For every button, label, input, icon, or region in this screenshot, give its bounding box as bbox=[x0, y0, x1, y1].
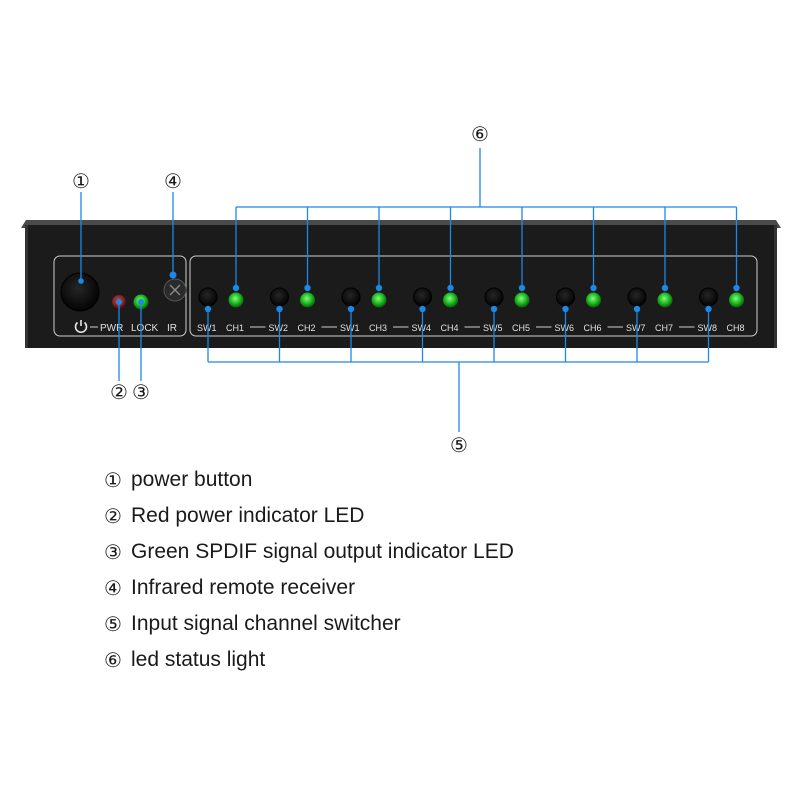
legend-number: ④ bbox=[104, 576, 122, 600]
leader-dot bbox=[590, 284, 597, 292]
legend-item-3: ③ Green SPDIF signal output indicator LE… bbox=[104, 534, 514, 570]
legend-text: power button bbox=[131, 468, 253, 491]
panel-right-edge bbox=[774, 225, 777, 348]
legend-text: Green SPDIF signal output indicator LED bbox=[131, 540, 514, 563]
ch8-led bbox=[729, 292, 744, 308]
ch2-led bbox=[300, 292, 315, 308]
legend-number: ③ bbox=[104, 540, 122, 564]
leader-dot bbox=[733, 284, 740, 292]
leader-dots-left bbox=[78, 271, 177, 305]
ch-label: CH3 bbox=[369, 323, 387, 333]
lock-label: LOCK bbox=[131, 323, 159, 334]
legend-item-5: ⑤ Input signal channel switcher bbox=[104, 606, 514, 642]
legend-text: Infrared remote receiver bbox=[131, 576, 356, 599]
ch-label: CH6 bbox=[584, 323, 602, 333]
leader-dot bbox=[347, 305, 355, 313]
leader-dot bbox=[661, 284, 669, 292]
ch3-led bbox=[371, 292, 387, 308]
sw4-button[interactable] bbox=[413, 287, 432, 307]
panel-left-edge bbox=[25, 225, 28, 348]
ch5-led bbox=[514, 292, 530, 308]
leader-dot bbox=[204, 305, 212, 313]
sw-label: SW1 bbox=[340, 323, 360, 333]
callout-1: ① bbox=[72, 169, 90, 193]
sw-label: SW1 bbox=[197, 323, 217, 333]
legend-text: Red power indicator LED bbox=[131, 504, 365, 527]
ch-label: CH8 bbox=[727, 323, 745, 333]
legend-number: ② bbox=[104, 504, 122, 528]
sw6-button[interactable] bbox=[556, 287, 575, 307]
leader-dot bbox=[232, 284, 240, 292]
sw-label: SW2 bbox=[269, 323, 289, 333]
power-button[interactable] bbox=[60, 272, 100, 312]
ch1-led bbox=[228, 292, 244, 308]
legend-item-4: ④ Infrared remote receiver bbox=[104, 570, 514, 606]
ch4-led bbox=[443, 292, 458, 308]
ir-receiver-icon bbox=[169, 284, 181, 296]
legend-item-1: ① power button bbox=[104, 462, 514, 498]
leader-dot bbox=[562, 305, 569, 313]
leader-dot bbox=[304, 284, 311, 292]
leader-dot bbox=[705, 305, 712, 313]
ch-label: CH4 bbox=[441, 323, 459, 333]
sw5-button[interactable] bbox=[484, 287, 504, 307]
callout-2: ② bbox=[110, 380, 128, 404]
control-group-frame bbox=[53, 255, 187, 337]
leader-dot bbox=[633, 305, 641, 313]
power-icon bbox=[74, 320, 88, 334]
sw2-button[interactable] bbox=[270, 287, 289, 307]
legend-number: ⑥ bbox=[104, 648, 122, 672]
sw8-button[interactable] bbox=[699, 287, 718, 307]
pwr-label: PWR bbox=[100, 323, 123, 334]
sw-label: SW6 bbox=[555, 323, 575, 333]
legend-text: led status light bbox=[131, 648, 266, 671]
ch-label: CH5 bbox=[512, 323, 530, 333]
legend-number: ① bbox=[104, 468, 122, 492]
legend-number: ⑤ bbox=[104, 612, 122, 636]
leader-dot bbox=[518, 284, 526, 292]
ir-label: IR bbox=[167, 323, 177, 334]
leader-dot bbox=[375, 284, 383, 292]
sw-label: SW5 bbox=[483, 323, 503, 333]
leader-dot bbox=[419, 305, 426, 313]
device-diagram: PWR LOCK IR SW1 CH1 SW2 CH2 SW1 CH3 SW4 CH4 SW5 C… bbox=[21, 122, 781, 457]
callout-3: ③ bbox=[132, 380, 150, 404]
legend-item-2: ② Red power indicator LED bbox=[104, 498, 514, 534]
sw-label: SW8 bbox=[698, 323, 718, 333]
leader-lines-left bbox=[80, 192, 174, 381]
sw7-button[interactable] bbox=[627, 287, 647, 307]
leader-dot bbox=[276, 305, 283, 313]
channel-group-frame bbox=[189, 255, 758, 337]
channel-controls: SW1 CH1 SW2 CH2 SW1 CH3 SW4 CH4 SW5 CH5 SW6 CH6 SW7 C… bbox=[197, 287, 745, 333]
leader-dot bbox=[447, 284, 454, 292]
legend-item-6: ⑥ led status light bbox=[104, 642, 514, 678]
sw-label: SW4 bbox=[412, 323, 432, 333]
callout-4: ④ bbox=[164, 169, 182, 193]
leader-bracket-leds bbox=[232, 148, 740, 292]
ch6-led bbox=[586, 292, 601, 308]
callout-6: ⑥ bbox=[471, 122, 489, 146]
sw1-button[interactable] bbox=[198, 287, 218, 307]
ch-label: CH2 bbox=[298, 323, 316, 333]
ch7-led bbox=[657, 292, 673, 308]
leader-dot bbox=[490, 305, 498, 313]
legend: ① power button ② Red power indicator LED… bbox=[104, 462, 514, 678]
ch-label: CH1 bbox=[226, 323, 244, 333]
sw3-button[interactable] bbox=[341, 287, 361, 307]
leader-bracket-switches bbox=[204, 305, 712, 432]
callout-5: ⑤ bbox=[450, 433, 468, 457]
legend-text: Input signal channel switcher bbox=[131, 612, 401, 635]
ch-label: CH7 bbox=[655, 323, 673, 333]
sw-label: SW7 bbox=[626, 323, 646, 333]
